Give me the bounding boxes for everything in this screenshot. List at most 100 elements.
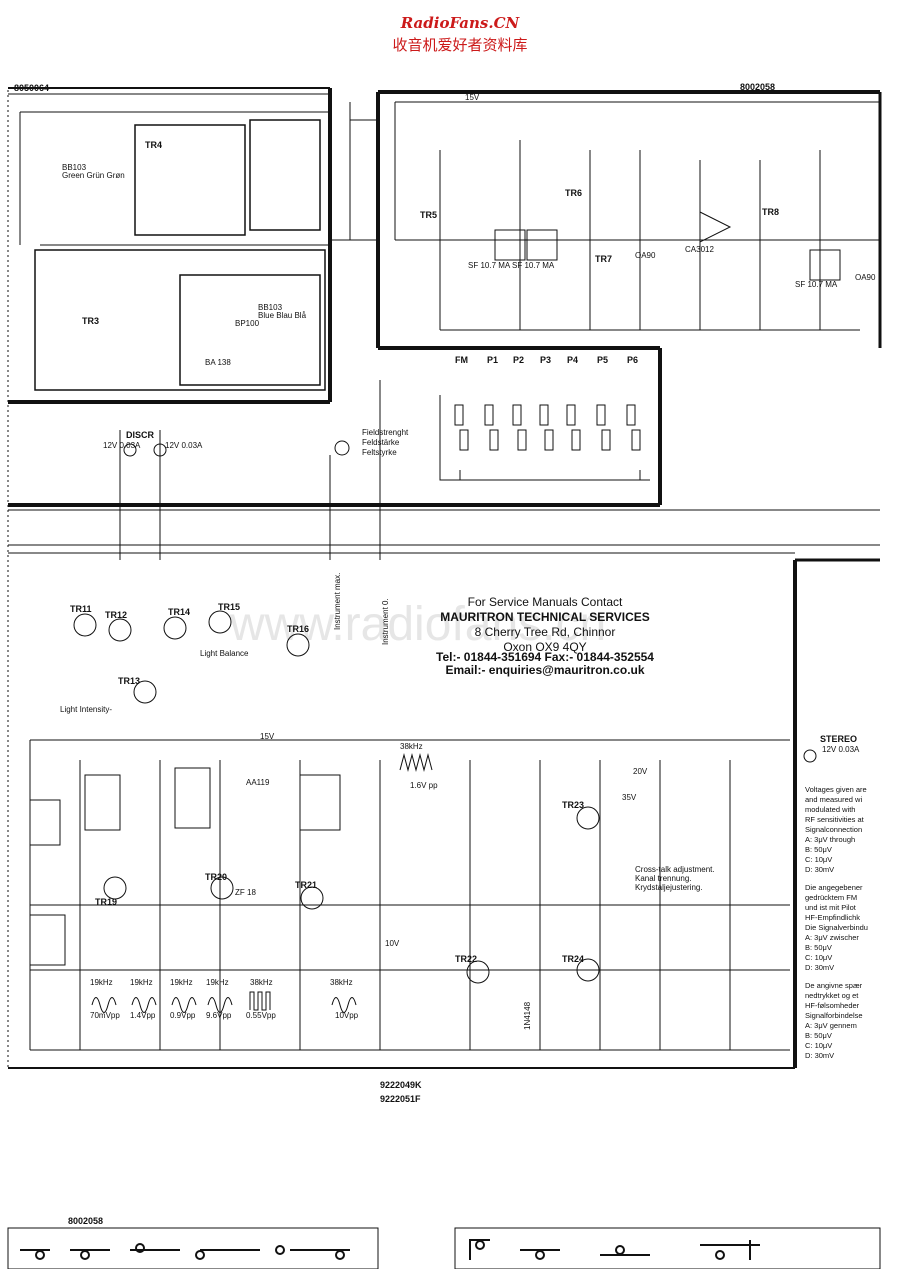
preset-bank: FM P1 P2 P3 P4 P5 P6 <box>454 355 641 451</box>
tr22-label: TR22 <box>455 954 477 964</box>
supply-labels: 15V 15V 10V 20V 35V <box>260 93 648 948</box>
if-labels: TR5 TR6 TR7 TR8 SF 10.7 MA SF 10.7 MA SF… <box>420 188 876 289</box>
mpx-waveform-icon <box>399 753 433 772</box>
cross-talk-dk: Krydstaljejustering. <box>635 883 703 892</box>
note-de-2: gedrücktem FM <box>805 893 857 902</box>
instrument-max-label: Instrument max. <box>333 573 342 630</box>
contact-line-2: MAURITRON TECHNICAL SERVICES <box>440 610 650 624</box>
preset-p2: P2 <box>513 355 524 365</box>
tr5-label: TR5 <box>420 210 437 220</box>
bb103-label-2: BB103 <box>258 303 283 312</box>
note-de-6: A: 3μV zwischer <box>805 933 859 942</box>
note-de-8: C: 10μV <box>805 953 832 962</box>
note-dk-6: B: 50μV <box>805 1031 832 1040</box>
light-intensity-label: Light Intensity- <box>60 705 112 714</box>
note-de-1: Die angegebener <box>805 883 863 892</box>
supply-20v: 20V <box>633 767 648 776</box>
aa119-label: AA119 <box>246 778 270 787</box>
note-de-5: Die Signalverbindu <box>805 923 868 932</box>
tr15-label: TR15 <box>218 602 240 612</box>
note-de-7: B: 50μV <box>805 943 832 952</box>
note-en-4: RF sensitivities at <box>805 815 865 824</box>
note-en-2: and measured wi <box>805 795 862 804</box>
note-dk-2: nedtrykket og et <box>805 991 859 1000</box>
stereo-rating: 12V 0.03A <box>822 745 860 754</box>
wave4-freq: 19kHz <box>206 978 229 987</box>
decoder-section: TR19 TR20 TR21 TR22 TR23 TR24 AA119 ZF 1… <box>29 742 715 1030</box>
field-strength-dk: Feltstyrke <box>362 448 397 457</box>
note-dk-7: C: 10μV <box>805 1041 832 1050</box>
field-strength-meter-icon <box>334 440 350 456</box>
note-dk-5: A: 3μV gennem <box>805 1021 857 1030</box>
note-dk-8: D: 30mV <box>805 1051 834 1060</box>
preset-fm: FM <box>455 355 468 365</box>
wave5-freq: 38kHz <box>250 978 273 987</box>
zf18-label: ZF 18 <box>235 888 256 897</box>
preset-p3: P3 <box>540 355 551 365</box>
site-watermark: RadioFans.CN <box>400 14 521 32</box>
wave1-amp: 70mVpp <box>90 1011 120 1020</box>
preset-p4: P4 <box>567 355 578 365</box>
contact-line-4: Oxon OX9 4QY <box>503 640 586 654</box>
site-subtitle: 收音机爱好者资料库 <box>392 36 527 54</box>
tr11-label: TR11 <box>70 604 92 614</box>
supply-15v-2: 15V <box>260 732 275 741</box>
light-balance-label: Light Balance <box>200 649 249 658</box>
filter1-box <box>494 229 526 261</box>
ic-label: CA3012 <box>685 245 714 254</box>
ba138-label: BA 138 <box>205 358 231 367</box>
tr19-label: TR19 <box>95 897 117 907</box>
wave2-freq: 19kHz <box>130 978 153 987</box>
background-watermark: www.radiofans.cn <box>229 598 606 651</box>
contact-line-5: Tel:- 01844-351694 Fax:- 01844-352554 <box>436 650 654 664</box>
pcb-fragment-left <box>7 1227 379 1269</box>
filter3-label: SF 10.7 MA <box>795 280 838 289</box>
note-en-7: B: 50μV <box>805 845 832 854</box>
preset-p5: P5 <box>597 355 608 365</box>
field-strength-de: Feldstärke <box>362 438 400 447</box>
pcb-fragment-right <box>454 1227 881 1269</box>
tr3-label: TR3 <box>82 316 99 326</box>
note-de-9: D: 30mV <box>805 963 834 972</box>
bb103-label-1: BB103 <box>62 163 87 172</box>
oa90-label-2: OA90 <box>855 273 876 282</box>
disc-label: DISCR <box>126 430 155 440</box>
preset-p1: P1 <box>487 355 498 365</box>
ic-symbol <box>699 211 732 243</box>
tr23-label: TR23 <box>562 800 584 810</box>
tr12-label: TR12 <box>105 610 127 620</box>
note-en-5: Signalconnection <box>805 825 862 834</box>
tr13-label: TR13 <box>118 676 140 686</box>
note-dk-1: De angivne spær <box>805 981 863 990</box>
contact-line-1: For Service Manuals Contact <box>468 595 623 609</box>
wave5-amp: 0.55Vpp <box>246 1011 276 1020</box>
tuner-module-ref: 8050064 <box>14 83 49 93</box>
tuner-labels: TR4 TR3 BB103 Green Grün Grøn BB103 Blue… <box>62 140 307 367</box>
1n4148-label: 1N4148 <box>523 1001 532 1030</box>
wiring <box>19 101 880 1051</box>
tuner-section <box>7 87 882 1069</box>
wave3-amp: 0.9Vpp <box>170 1011 196 1020</box>
stereo-label: STEREO <box>820 734 857 744</box>
stereo-lamp-icon <box>803 749 817 763</box>
service-contact: For Service Manuals Contact MAURITRON TE… <box>436 595 654 677</box>
tr7-label: TR7 <box>595 254 612 264</box>
wave3-freq: 19kHz <box>170 978 193 987</box>
filter2-label: SF 10.7 MA <box>512 261 555 270</box>
preset-p6: P6 <box>627 355 638 365</box>
note-de-3: und ist mit Pilot <box>805 903 857 912</box>
cross-talk-en: Cross-talk adjustment. <box>635 865 715 874</box>
drawing-number-1: 9222049K <box>380 1080 422 1090</box>
filter3-box <box>809 249 841 281</box>
wave2-amp: 1.4Vpp <box>130 1011 156 1020</box>
note-en-1: Voltages given are <box>805 785 867 794</box>
note-en-8: C: 10μV <box>805 855 832 864</box>
control-transistors: TR11 TR12 TR13 TR14 TR15 TR16 <box>70 602 310 704</box>
tr24-label: TR24 <box>562 954 584 964</box>
cross-talk-de: Kanal trennung. <box>635 874 692 883</box>
disc-right-rating: 12V 0.03A <box>165 441 203 450</box>
disc-left-rating: 12V 0.03A <box>103 441 141 450</box>
note-en-9: D: 30mV <box>805 865 834 874</box>
oa90-label-1: OA90 <box>635 251 656 260</box>
